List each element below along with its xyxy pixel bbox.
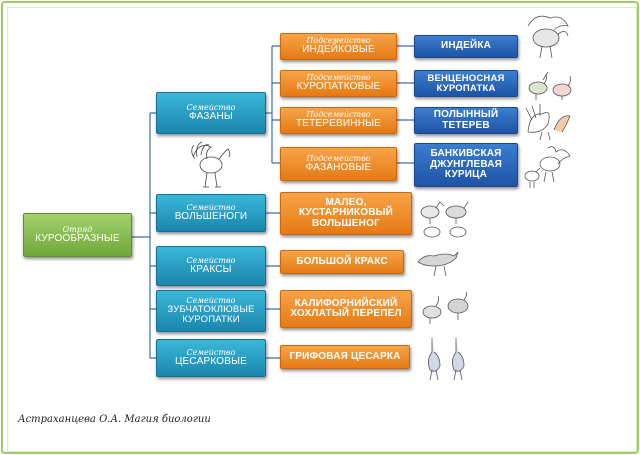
turkey-sketch-icon xyxy=(191,141,231,188)
species-label: БОЛЬШОЙ КРАКС xyxy=(296,255,388,267)
family-title: КРАКСЫ xyxy=(190,263,232,275)
curassow-sketch-icon xyxy=(417,251,459,277)
family-box-volshenogi: Семейство ВОЛЬШЕНОГИ xyxy=(156,194,266,232)
species-label: ГРИФОВАЯ ЦЕСАРКА xyxy=(289,350,401,362)
family-box-zubchatoklyuvye: Семейство ЗУБЧАТОКЛЮВЫЕ КУРОПАТКИ xyxy=(156,290,266,332)
subfamily-title: ФАЗАНОВЫЕ xyxy=(305,161,372,173)
species-box-tsesarka: ГРИФОВАЯ ЦЕСАРКА xyxy=(280,345,410,369)
species-label: БАНКИВСКАЯ ДЖУНГЛЕВАЯ КУРИЦА xyxy=(429,148,503,181)
subfamily-subtitle: Подсемейство xyxy=(306,110,371,120)
subfamily-subtitle: Подсемейство xyxy=(306,73,371,83)
family-box-tsesarkovye: Семейство ЦЕСАРКОВЫЕ xyxy=(156,339,266,377)
subfamily-subtitle: Подсемейство xyxy=(306,36,371,46)
species-box-polynny: ПОЛЫННЫЙ ТЕТЕРЕВ xyxy=(414,107,518,134)
subfamily-title: ИНДЕЙКОВЫЕ xyxy=(302,44,375,56)
species-label: ИНДЕЙКА xyxy=(440,40,492,52)
junglefowl-icon xyxy=(524,146,571,188)
family-title: ЗУБЧАТОКЛЮВЫЕ КУРОПАТКИ xyxy=(167,304,255,326)
subfamily-box-kuropatkovye: Подсемейство КУРОПАТКОВЫЕ xyxy=(280,70,397,97)
species-label: МАЛЕО, КУСТАРНИКОВЫЙ ВОЛЬШЕНОГ xyxy=(298,196,393,229)
family-title: ЦЕСАРКОВЫЕ xyxy=(174,355,248,367)
species-box-perepel: КАЛИФОРНИЙСКИЙ ХОХЛАТЫЙ ПЕРЕПЕЛ xyxy=(280,290,412,328)
species-label: ПОЛЫННЫЙ ТЕТЕРЕВ xyxy=(433,109,499,131)
guineafowl-sketch-icon xyxy=(428,338,465,381)
family-subtitle: Семейство xyxy=(186,255,236,265)
species-box-kraks: БОЛЬШОЙ КРАКС xyxy=(280,250,404,274)
sage-grouse-icon xyxy=(525,104,571,141)
family-box-kraksy: Семейство КРАКСЫ xyxy=(156,246,266,286)
family-title: ФАЗАНЫ xyxy=(189,110,233,122)
family-box-fazany: Семейство ФАЗАНЫ xyxy=(156,92,266,134)
subfamily-subtitle: Подсемейство xyxy=(306,153,371,163)
quail-sketch-icon xyxy=(422,291,469,324)
author-caption: Астраханцева О.А. Магия биологии xyxy=(18,414,211,425)
family-subtitle: Семейство xyxy=(186,202,236,212)
subfamily-box-indeykovye: Подсемейство ИНДЕЙКОВЫЕ xyxy=(280,33,397,60)
maleo-sketch-icon xyxy=(420,201,469,238)
family-subtitle: Семейство xyxy=(186,295,236,305)
species-box-bankivskaya: БАНКИВСКАЯ ДЖУНГЛЕВАЯ КУРИЦА xyxy=(414,143,518,187)
order-subtitle: Отряд xyxy=(62,224,93,234)
turkey-illustration-icon xyxy=(527,15,569,59)
subfamily-box-fazanovye: Подсемейство ФАЗАНОВЫЕ xyxy=(280,147,397,181)
species-box-maleo: МАЛЕО, КУСТАРНИКОВЫЙ ВОЛЬШЕНОГ xyxy=(280,192,412,235)
species-label: КАЛИФОРНИЙСКИЙ ХОХЛАТЫЙ ПЕРЕПЕЛ xyxy=(290,297,402,319)
species-box-indeyka: ИНДЕЙКА xyxy=(414,35,518,58)
family-subtitle: Семейство xyxy=(186,102,236,112)
order-title: КУРООБРАЗНЫЕ xyxy=(35,232,120,244)
species-box-ventsenosnaya: ВЕНЦЕНОСНАЯ КУРОПАТКА xyxy=(414,70,518,97)
family-subtitle: Семейство xyxy=(186,347,236,357)
subfamily-title: ТЕТЕРЕВИННЫЕ xyxy=(295,118,382,130)
crested-partridge-icon xyxy=(528,71,572,100)
subfamily-box-teterevinnye: Подсемейство ТЕТЕРЕВИННЫЕ xyxy=(280,107,397,134)
species-label: ВЕНЦЕНОСНАЯ КУРОПАТКА xyxy=(427,72,505,94)
order-box: Отряд КУРООБРАЗНЫЕ xyxy=(23,213,132,257)
family-title: ВОЛЬШЕНОГИ xyxy=(174,210,248,222)
subfamily-title: КУРОПАТКОВЫЕ xyxy=(296,81,381,93)
